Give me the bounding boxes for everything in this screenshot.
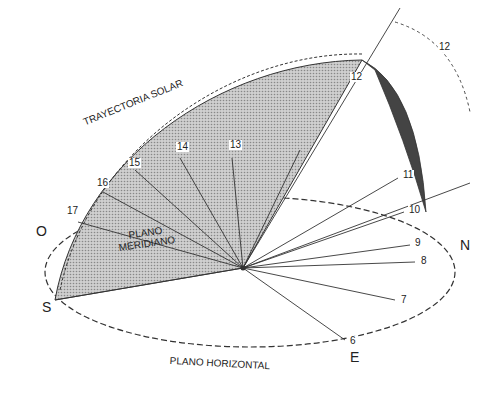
- hour-number: 16: [96, 178, 109, 188]
- hour-number: 14: [176, 142, 189, 152]
- hour-number: 9: [414, 238, 422, 248]
- plane-label: PLANO HORIZONTAL: [169, 356, 270, 371]
- hour-number: 13: [229, 140, 242, 150]
- cardinal-point: N: [460, 238, 470, 252]
- hour-number: 7: [400, 295, 408, 305]
- path-label: TRAYECTORIA SOLAR: [82, 78, 184, 127]
- hour-number: 12: [350, 72, 363, 82]
- hour-number: 8: [420, 256, 428, 266]
- hour-number: 17: [66, 206, 79, 216]
- cardinal-point: S: [42, 300, 51, 314]
- hour-number: 10: [408, 205, 421, 215]
- hour-number: 15: [128, 158, 141, 168]
- hour-number: 11: [402, 170, 414, 180]
- cardinal-point: O: [36, 224, 47, 238]
- hour-number: 6: [349, 336, 357, 346]
- cardinal-point: E: [350, 350, 359, 364]
- angle-number: 12: [438, 42, 451, 52]
